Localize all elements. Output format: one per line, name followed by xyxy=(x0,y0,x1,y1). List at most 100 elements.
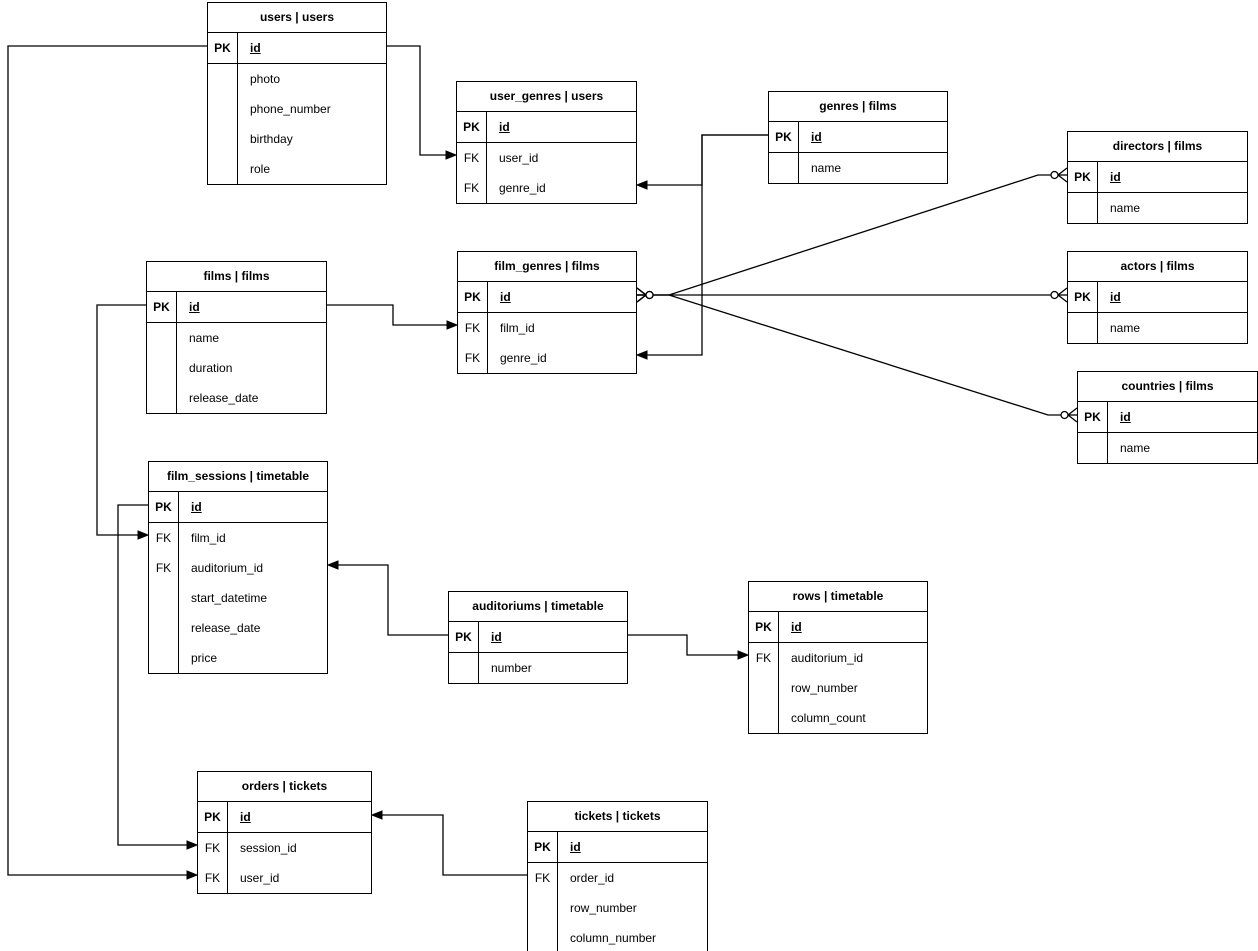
attribute-name: id xyxy=(811,130,822,144)
attribute-name: id xyxy=(240,810,251,824)
key-badge: PK xyxy=(457,112,487,142)
key-badge: PK xyxy=(749,612,779,642)
key-badge: FK xyxy=(457,143,487,173)
attribute-row-genres-name: name xyxy=(769,153,947,183)
attribute-row-countries-name: name xyxy=(1078,433,1257,463)
attribute-name: name xyxy=(811,161,842,175)
key-badge xyxy=(528,893,558,923)
relationship-films-id-to-film_sessions-film_id[interactable] xyxy=(96,304,150,540)
table-title-orders: orders | tickets xyxy=(198,772,371,802)
relationship-films-id-to-film_genres-film_id[interactable] xyxy=(327,304,459,330)
attribute-name: id xyxy=(191,500,202,514)
attribute-row-auditoriums-id: PK id xyxy=(449,622,627,653)
attribute-row-tickets-column_number: column_number xyxy=(528,923,707,951)
key-badge: PK xyxy=(198,802,228,832)
relationship-tickets-order_id-to-orders-id[interactable] xyxy=(370,810,527,876)
relationship-genres-id-to-user_genres-genre_id[interactable] xyxy=(635,134,768,190)
key-badge: PK xyxy=(449,622,479,652)
key-badge: PK xyxy=(528,832,558,862)
attribute-row-rows-auditorium_id: FK auditorium_id xyxy=(749,643,927,673)
attribute-name: id xyxy=(1120,410,1131,424)
table-title-directors: directors | films xyxy=(1068,132,1247,162)
relationship-film_genres-id-to-countries-id[interactable] xyxy=(636,287,1078,423)
attribute-name: column_count xyxy=(791,711,866,725)
table-title-rows: rows | timetable xyxy=(749,582,927,612)
attribute-row-user_genres-genre_id: FK genre_id xyxy=(457,173,636,203)
table-title-film_genres: film_genres | films xyxy=(458,252,636,282)
attribute-name: release_date xyxy=(189,391,259,405)
attribute-name: row_number xyxy=(570,901,637,915)
attribute-name: id xyxy=(1110,170,1121,184)
key-badge: FK xyxy=(749,643,779,673)
attribute-name: auditorium_id xyxy=(791,651,864,665)
attribute-row-rows-column_count: column_count xyxy=(749,703,927,733)
relationship-auditoriums-id-to-film_sessions-auditorium_id[interactable] xyxy=(326,560,448,636)
attribute-row-film_sessions-price: price xyxy=(149,643,327,673)
key-badge xyxy=(749,673,779,703)
key-badge xyxy=(208,64,238,94)
attribute-name: id xyxy=(250,41,261,55)
attribute-name: id xyxy=(500,290,511,304)
key-badge xyxy=(208,154,238,184)
attribute-row-film_sessions-release_date: release_date xyxy=(149,613,327,643)
key-badge xyxy=(1068,313,1098,343)
attribute-row-rows-row_number: row_number xyxy=(749,673,927,703)
key-badge: FK xyxy=(458,343,488,373)
attribute-row-directors-name: name xyxy=(1068,193,1247,223)
attribute-name: row_number xyxy=(791,681,858,695)
key-badge xyxy=(528,923,558,951)
key-badge xyxy=(208,94,238,124)
key-badge: PK xyxy=(1068,282,1098,312)
relationship-auditoriums-id-to-rows-auditorium_id[interactable] xyxy=(628,634,750,660)
key-badge xyxy=(147,323,177,353)
attribute-row-users-phone_number: phone_number xyxy=(208,94,386,124)
key-badge xyxy=(149,583,179,613)
attribute-name: name xyxy=(1120,441,1151,455)
relationship-film_genres-id-to-directors-id[interactable] xyxy=(636,167,1068,303)
key-badge: FK xyxy=(149,523,179,553)
table-title-film_sessions: film_sessions | timetable xyxy=(149,462,327,492)
attribute-name: genre_id xyxy=(499,181,546,195)
attribute-row-users-role: role xyxy=(208,154,386,184)
attribute-row-film_genres-genre_id: FK genre_id xyxy=(458,343,636,373)
attribute-name: order_id xyxy=(570,871,615,885)
key-badge: FK xyxy=(149,553,179,583)
attribute-name: id xyxy=(491,630,502,644)
key-badge xyxy=(149,643,179,673)
table-title-films: films | films xyxy=(147,262,326,292)
attribute-name: genre_id xyxy=(500,351,547,365)
key-badge xyxy=(769,153,799,183)
key-badge: PK xyxy=(1068,162,1098,192)
key-badge xyxy=(208,124,238,154)
key-badge: FK xyxy=(528,863,558,893)
attribute-row-actors-name: name xyxy=(1068,313,1247,343)
key-badge: FK xyxy=(457,173,487,203)
table-title-tickets: tickets | tickets xyxy=(528,802,707,832)
relationship-users-id-to-user_genres-user_id[interactable] xyxy=(387,45,458,160)
relationship-film_genres-id-to-actors-id[interactable] xyxy=(636,287,1068,303)
attribute-name: phone_number xyxy=(250,102,331,116)
key-badge xyxy=(147,353,177,383)
relationship-genres-id-to-film_genres-genre_id[interactable] xyxy=(635,134,768,360)
